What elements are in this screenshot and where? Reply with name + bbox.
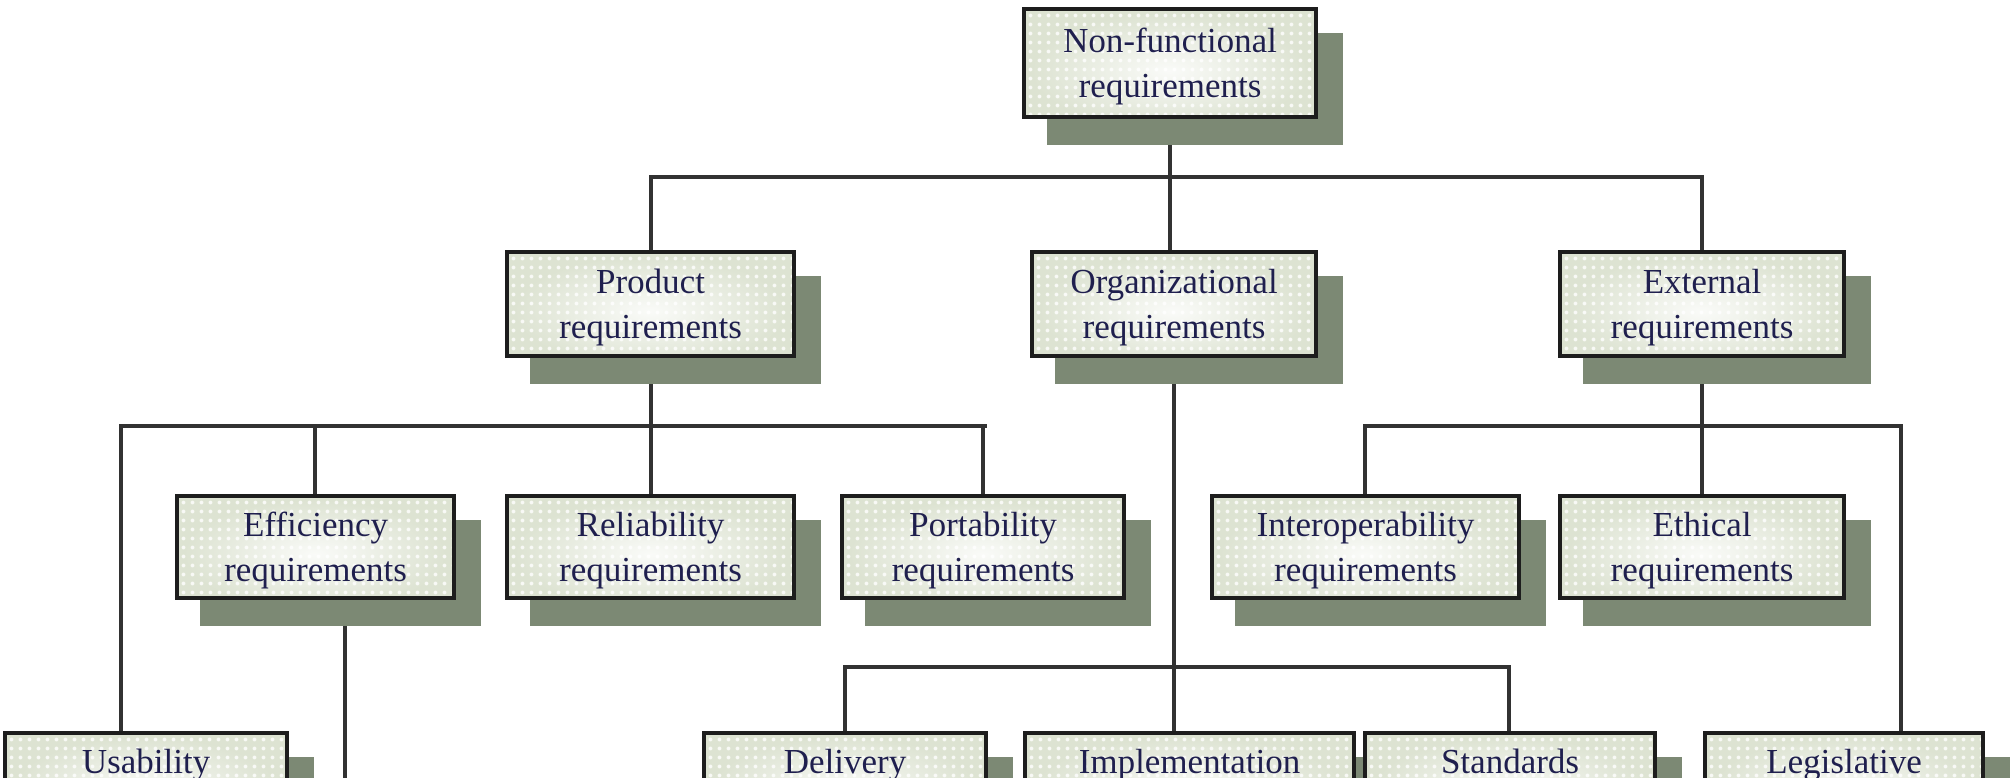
node-label: Ethical — [1652, 505, 1752, 544]
connector-organizational-stem — [1172, 358, 1176, 731]
node-label: Usability — [81, 742, 211, 778]
node-label: Standards — [1440, 742, 1580, 778]
node-label: Organizational — [1070, 262, 1278, 301]
connector-efficiency-drop — [313, 424, 317, 494]
connector-product-drop — [649, 175, 653, 250]
node-legislative-requirements: Legislative requirements — [1703, 731, 1985, 778]
node-label: Product — [596, 262, 705, 301]
connector-root-stem — [1168, 119, 1172, 250]
connector-delivery-drop — [843, 665, 847, 731]
node-label: requirements — [1078, 66, 1262, 105]
connector-product-stem — [649, 358, 653, 498]
node-label: Non-functional — [1063, 21, 1277, 60]
node-label: Interoperability — [1256, 505, 1475, 544]
node-portability-requirements: Portability requirements — [840, 494, 1126, 600]
node-label: Portability — [909, 505, 1057, 544]
node-label: requirements — [1610, 550, 1794, 589]
node-label: requirements — [224, 550, 407, 589]
node-external-requirements: External requirements — [1558, 250, 1846, 358]
node-product-requirements: Product requirements — [505, 250, 796, 358]
connector-interoperability-drop — [1363, 424, 1367, 494]
connector-efficiency-children-stem — [343, 598, 347, 778]
connector-organizational-children-horizontal — [843, 665, 1511, 669]
node-organizational-requirements: Organizational requirements — [1030, 250, 1318, 358]
connector-product-children-horizontal — [119, 424, 987, 428]
connector-usability-drop — [119, 424, 123, 731]
node-label: requirements — [1082, 307, 1266, 346]
node-label: Efficiency — [242, 505, 389, 544]
node-ethical-requirements: Ethical requirements — [1558, 494, 1846, 600]
node-non-functional-requirements: Non-functional requirements — [1022, 7, 1318, 119]
node-efficiency-requirements: Efficiency requirements — [175, 494, 456, 600]
node-usability-requirements: Usability requirements — [3, 731, 289, 778]
node-label: requirements — [891, 550, 1075, 589]
node-label: Implementation — [1078, 742, 1301, 778]
node-label: requirements — [1610, 307, 1794, 346]
node-interoperability-requirements: Interoperability requirements — [1210, 494, 1521, 600]
node-implementation-requirements: Implementation requirements — [1023, 731, 1356, 778]
connector-level1-horizontal — [649, 175, 1704, 179]
node-delivery-requirements: Delivery requirements — [702, 731, 988, 778]
node-label: Legislative — [1766, 742, 1922, 778]
node-label: Delivery — [783, 742, 907, 778]
connector-standards-drop — [1507, 665, 1511, 731]
node-label: Reliability — [576, 505, 725, 544]
node-label: requirements — [1274, 550, 1457, 589]
connector-external-stem — [1700, 358, 1704, 498]
connector-external-children-horizontal — [1363, 424, 1903, 428]
connector-portability-drop — [981, 424, 985, 494]
node-reliability-requirements: Reliability requirements — [505, 494, 796, 600]
node-label: requirements — [559, 550, 742, 589]
node-standards-requirements: Standards requirements — [1363, 731, 1657, 778]
node-label: External — [1642, 262, 1762, 301]
connector-legislative-drop — [1899, 424, 1903, 731]
node-label: requirements — [559, 307, 742, 346]
connector-external-drop — [1700, 175, 1704, 250]
